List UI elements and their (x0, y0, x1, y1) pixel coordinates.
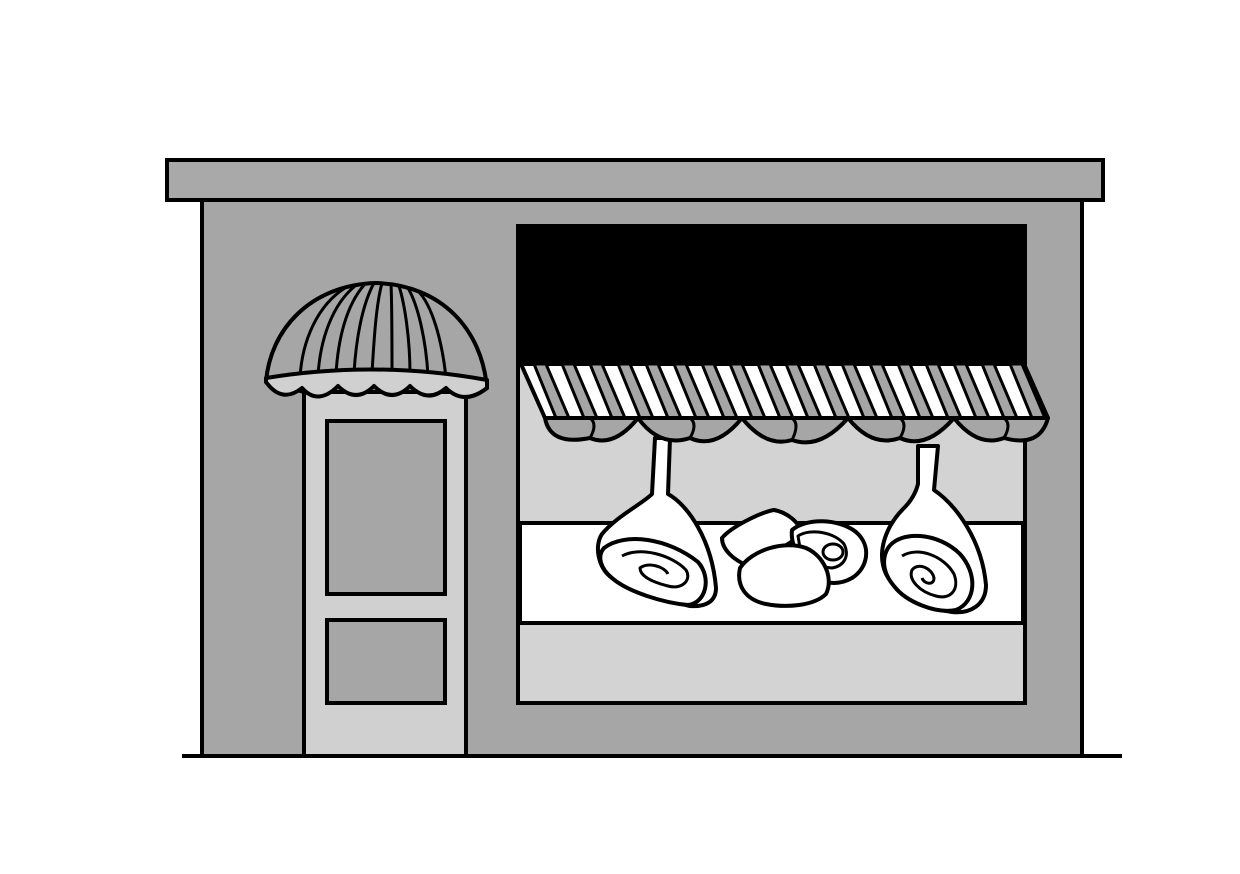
window-awning (519, 362, 1050, 445)
sign-board (518, 226, 1025, 366)
meat-display (595, 436, 988, 615)
door-awning (264, 281, 489, 399)
shop-door[interactable] (302, 390, 468, 758)
shop-window (516, 224, 1027, 705)
door-upper-panel (325, 419, 447, 596)
hanging-ham-right (880, 444, 988, 615)
meat-cuts (720, 508, 868, 608)
window-awning-scallop-lines (588, 416, 1010, 441)
roof-slab (165, 158, 1105, 202)
door-awning-scallop (264, 367, 489, 399)
hanging-ham-left (595, 436, 718, 609)
door-lower-panel (325, 618, 447, 705)
door-awning-ribs (298, 282, 448, 379)
